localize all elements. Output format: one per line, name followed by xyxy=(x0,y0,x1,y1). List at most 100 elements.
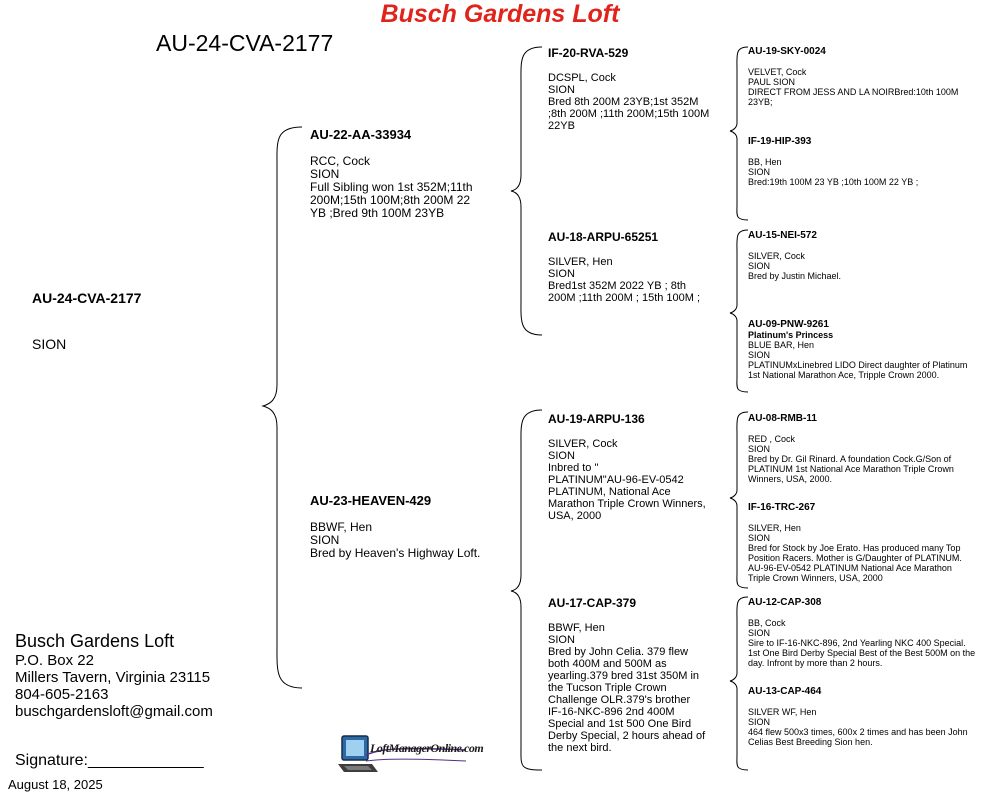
dam-line: Bred by Heaven's Highway Loft. xyxy=(310,546,481,560)
dam-dam-line: the Tucson Triple Crown xyxy=(548,682,667,694)
logo-text: LoftManagerOnline.com xyxy=(370,741,484,755)
gg-bird-3: AU-15-NEI-572 SILVER, Cock SION Bred by … xyxy=(748,230,998,281)
gg-line: Position Racers. Mother is G/Daughter of… xyxy=(748,553,962,563)
dam-sire-line: PLATINUM"AU-96-EV-0542 xyxy=(548,474,684,486)
bracket-sire xyxy=(510,46,543,336)
dam-dam-bird: AU-17-CAP-379 BBWF, Hen SION Bred by Joh… xyxy=(548,596,728,754)
gg-bird-8: AU-13-CAP-464 SILVER WF, Hen SION 464 fl… xyxy=(748,686,998,747)
sire-line: SION xyxy=(310,167,340,181)
gg-band: AU-12-CAP-308 xyxy=(748,597,822,608)
dam-dam-line: the next bird. xyxy=(548,742,612,754)
gg-line: Winners, USA, 2000. xyxy=(748,474,833,484)
gg-line: SION xyxy=(748,533,771,543)
gg-bird-name: Platinum's Princess xyxy=(748,330,834,340)
gg-bird-6: IF-16-TRC-267 SILVER, Hen SION Bred for … xyxy=(748,502,998,583)
dam-sire-line: PLATINUM, National Ace xyxy=(548,486,671,498)
gg-line: 23YB; xyxy=(748,97,773,107)
gg-line: Sire to IF-16-NKC-896, 2nd Yearling NKC … xyxy=(748,638,966,648)
gg-line: BLUE BAR, Hen xyxy=(748,340,815,350)
gg-line: SILVER, Cock xyxy=(748,251,805,261)
gg-line: PAUL SION xyxy=(748,77,796,87)
contact-phone: 804-605-2163 xyxy=(15,686,109,703)
loft-title: Busch Gardens Loft xyxy=(380,0,620,28)
contact-email: buschgardensloft@gmail.com xyxy=(15,703,213,720)
bracket-sire-sire xyxy=(729,46,749,221)
gg-line: 1st One Bird Derby Special Best of the B… xyxy=(748,648,976,658)
sire-sire-bird: IF-20-RVA-529 DCSPL, Cock SION Bred 8th … xyxy=(548,46,728,132)
dam-dam-line: yearling.379 bred 31st 350M in xyxy=(548,670,700,682)
sire-sire-band: IF-20-RVA-529 xyxy=(548,46,629,60)
sire-dam-line: SILVER, Hen xyxy=(548,256,613,268)
dam-sire-line: Marathon Triple Crown Winners, xyxy=(548,498,706,510)
sire-sire-line: Bred 8th 200M 23YB;1st 352M xyxy=(548,96,699,108)
print-date: August 18, 2025 xyxy=(8,777,103,792)
dam-sire-line: SION xyxy=(548,450,575,462)
subject-bird: AU-24-CVA-2177 SION xyxy=(32,290,252,352)
sire-dam-band: AU-18-ARPU-65251 xyxy=(548,230,659,244)
dam-line: SION xyxy=(310,533,340,547)
dam-dam-band: AU-17-CAP-379 xyxy=(548,596,637,610)
sire-line: RCC, Cock xyxy=(310,154,371,168)
dam-band: AU-23-HEAVEN-429 xyxy=(310,493,432,508)
sire-line: YB ;Bred 9th 100M 23YB xyxy=(310,206,445,220)
sire-line: Full Sibling won 1st 352M;11th xyxy=(310,180,473,194)
gg-line: Triple Crown Winners, USA, 2000 xyxy=(748,573,883,583)
sire-dam-line: 200M ;11th 200M ; 15th 100M ; xyxy=(548,292,701,304)
sire-bird: AU-22-AA-33934 RCC, Cock SION Full Sibli… xyxy=(310,127,510,220)
gg-band: AU-08-RMB-11 xyxy=(748,413,817,424)
gg-line: BB, Hen xyxy=(748,157,782,167)
gg-line: VELVET, Cock xyxy=(748,67,807,77)
gg-line: RED , Cock xyxy=(748,434,796,444)
gg-line: Bred by Dr. Gil Rinard. A foundation Coc… xyxy=(748,454,952,464)
gg-band: AU-09-PNW-9261 xyxy=(748,319,829,330)
bracket-dam-dam xyxy=(729,596,749,771)
contact-block: Busch Gardens Loft P.O. Box 22 Millers T… xyxy=(15,630,213,720)
pedigree-id-header: AU-24-CVA-2177 xyxy=(156,30,334,56)
gg-line: SION xyxy=(748,628,771,638)
sire-dam-bird: AU-18-ARPU-65251 SILVER, Hen SION Bred1s… xyxy=(548,230,728,304)
gg-bird-1: AU-19-SKY-0024 VELVET, Cock PAUL SION DI… xyxy=(748,46,998,107)
sire-sire-line: SION xyxy=(548,84,575,96)
gg-line: PLATINUM 1st National Ace Marathon Tripl… xyxy=(748,464,954,474)
dam-dam-line: SION xyxy=(548,634,575,646)
gg-line: Bred:19th 100M 23 YB ;10th 100M 22 YB ; xyxy=(748,177,919,187)
dam-bird: AU-23-HEAVEN-429 BBWF, Hen SION Bred by … xyxy=(310,493,510,560)
contact-name: Busch Gardens Loft xyxy=(15,631,175,651)
dam-sire-line: Inbred to " xyxy=(548,462,599,474)
gg-line: Bred by Justin Michael. xyxy=(748,271,842,281)
gg-line: Bred for Stock by Joe Erato. Has produce… xyxy=(748,543,961,553)
sire-sire-line: DCSPL, Cock xyxy=(548,72,616,84)
gg-line: AU-96-EV-0542 PLATINUM National Ace Mara… xyxy=(748,563,952,573)
gg-line: Celias Best Breeding Sion hen. xyxy=(748,737,873,747)
gg-line: 464 flew 500x3 times, 600x 2 times and h… xyxy=(748,727,968,737)
signature-line: Signature:_____________ xyxy=(15,752,204,769)
gg-bird-7: AU-12-CAP-308 BB, Cock SION Sire to IF-1… xyxy=(748,597,998,668)
gg-line: SILVER, Hen xyxy=(748,523,801,533)
sire-dam-line: SION xyxy=(548,268,575,280)
bracket-dam xyxy=(510,409,543,771)
gg-line: SION xyxy=(748,717,771,727)
laptop-icon xyxy=(338,735,467,772)
gg-band: IF-16-TRC-267 xyxy=(748,502,816,513)
gg-line: SION xyxy=(748,167,771,177)
gg-bird-2: IF-19-HIP-393 BB, Hen SION Bred:19th 100… xyxy=(748,136,998,187)
gg-band: AU-13-CAP-464 xyxy=(748,686,822,697)
dam-sire-bird: AU-19-ARPU-136 SILVER, Cock SION Inbred … xyxy=(548,412,728,522)
contact-address-line-1: P.O. Box 22 xyxy=(15,652,94,669)
sire-dam-line: Bred1st 352M 2022 YB ; 8th xyxy=(548,280,686,292)
gg-line: SION xyxy=(748,350,771,360)
dam-dam-line: Bred by John Celia. 379 flew xyxy=(548,646,689,658)
dam-sire-band: AU-19-ARPU-136 xyxy=(548,412,645,426)
dam-sire-line: USA, 2000 xyxy=(548,510,602,522)
gg-band: AU-19-SKY-0024 xyxy=(748,46,826,57)
contact-address-line-2: Millers Tavern, Virginia 23115 xyxy=(15,669,211,686)
gg-line: SILVER WF, Hen xyxy=(748,707,817,717)
sire-band: AU-22-AA-33934 xyxy=(310,127,412,142)
bracket-subject xyxy=(261,126,303,689)
sire-sire-line: 22YB xyxy=(548,120,575,132)
gg-band: IF-19-HIP-393 xyxy=(748,136,812,147)
dam-dam-line: BBWF, Hen xyxy=(548,622,605,634)
sire-line: 200M;15th 100M;8th 200M 22 xyxy=(310,193,471,207)
gg-line: 1st National Marathon Ace, Tripple Crown… xyxy=(748,370,940,380)
dam-dam-line: IF-16-NKC-896 2nd 400M xyxy=(548,706,675,718)
